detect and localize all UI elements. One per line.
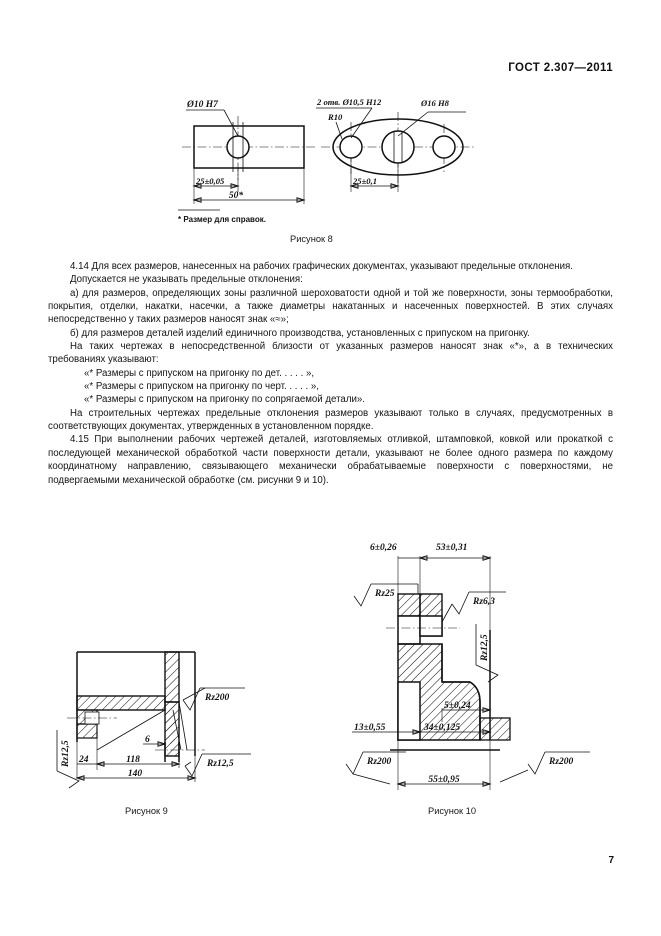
svg-text:Rz200: Rz200 [204, 693, 230, 703]
fig10-roughness-rz63: Rz6,3 [451, 591, 506, 615]
fig8-dim-50: 50* [229, 190, 244, 201]
fig8-center-hole-label: Ø16 H8 [420, 98, 450, 108]
fig8-hole-label: Ø10 H7 [186, 100, 219, 110]
fig9-roughness-rz200: Rz200 [182, 687, 245, 711]
figure-10-caption: Рисунок 10 [428, 806, 476, 816]
svg-text:Rz12,5: Rz12,5 [206, 759, 234, 769]
paragraph-marks: На таких чертежах в непосредственной бли… [48, 341, 613, 366]
paragraph-building-drawings: На строительных чертежах предельные откл… [48, 407, 613, 433]
paragraph-4-15: 4.15 При выполнении рабочих чертежей дет… [48, 434, 613, 486]
figure-8-footnote: * Размер для справок. [178, 215, 266, 224]
paragraph-item-b: б) для размеров деталей изделий единично… [70, 327, 530, 339]
paragraph-allowance: Допускается не указывать предельные откл… [70, 274, 303, 286]
paragraph-item-a: а) для размеров, определяющих зоны разли… [48, 287, 613, 326]
page-number: 7 [608, 855, 614, 866]
quote-line-1: «* Размеры с припуском на пригонку по де… [84, 367, 315, 379]
fig8-dim-25-01: 25±0,1 [352, 176, 377, 186]
fig8-dim-25: 25±0,05 [195, 176, 225, 186]
fig9-dim-24: 24 [78, 755, 89, 765]
figure-10-drawing: 6±0,26 53±0,31 Rz25 Rz6,3 [340, 532, 615, 800]
fig8-left-view: Ø10 H7 25±0,05 50* [182, 100, 316, 204]
figure-9-caption: Рисунок 9 [125, 806, 168, 816]
fig9-dim-6: 6 [145, 735, 150, 745]
fig10-roughness-rz200-left: Rz200 [345, 751, 406, 775]
svg-text:Rz12,5: Rz12,5 [480, 634, 490, 662]
standard-header: ГОСТ 2.307—2011 [508, 62, 613, 74]
fig10-dim-34: 34±0,125 [423, 723, 460, 733]
fig8-radius-label: R10 [327, 112, 343, 122]
fig10-roughness-rz25: Rz25 [353, 583, 418, 607]
paragraph-4-14: 4.14 Для всех размеров, нанесенных на ра… [70, 261, 573, 272]
figure-8-caption: Рисунок 8 [290, 234, 333, 244]
fig10-roughness-rz200-right: Rz200 [527, 751, 590, 775]
svg-text:Rz200: Rz200 [366, 757, 392, 767]
fig10-dim-5: 5±0,24 [444, 701, 471, 711]
svg-text:Rz6,3: Rz6,3 [472, 597, 495, 607]
figure-8-drawing: Ø10 H7 25±0,05 50* [176, 86, 486, 226]
svg-text:Rz200: Rz200 [548, 757, 574, 767]
figure-9-drawing: Rz200 Rz12,5 Rz12,5 6 [55, 638, 290, 798]
fig9-dim-118: 118 [126, 755, 140, 765]
fig9-roughness-rz125-right: Rz12,5 [184, 753, 251, 777]
fig10-roughness-rz125: Rz12,5 [475, 624, 499, 683]
fig10-dim-13: 13±0,55 [354, 723, 386, 733]
fig9-dim-140: 140 [128, 769, 143, 779]
quote-line-2: «* Размеры с припуском на пригонку по че… [84, 381, 319, 393]
quote-line-3: «* Размеры с припуском на пригонку по со… [84, 394, 365, 406]
svg-text:Rz12,5: Rz12,5 [61, 740, 71, 768]
fig10-dim-53: 53±0,31 [436, 543, 467, 553]
fig8-right-view: 2 отв. Ø10,5 H12 R10 Ø16 H8 25±0,1 [316, 97, 476, 192]
body-text-block: 4.14 Для всех размеров, нанесенных на ра… [48, 260, 613, 487]
fig9-roughness-rz125-left: Rz12,5 [56, 730, 80, 789]
svg-text:Rz25: Rz25 [374, 589, 395, 599]
fig10-dim-55: 55±0,95 [428, 775, 460, 785]
fig10-dim-6: 6±0,26 [370, 543, 397, 553]
fig8-holes-label: 2 отв. Ø10,5 H12 [316, 97, 382, 107]
